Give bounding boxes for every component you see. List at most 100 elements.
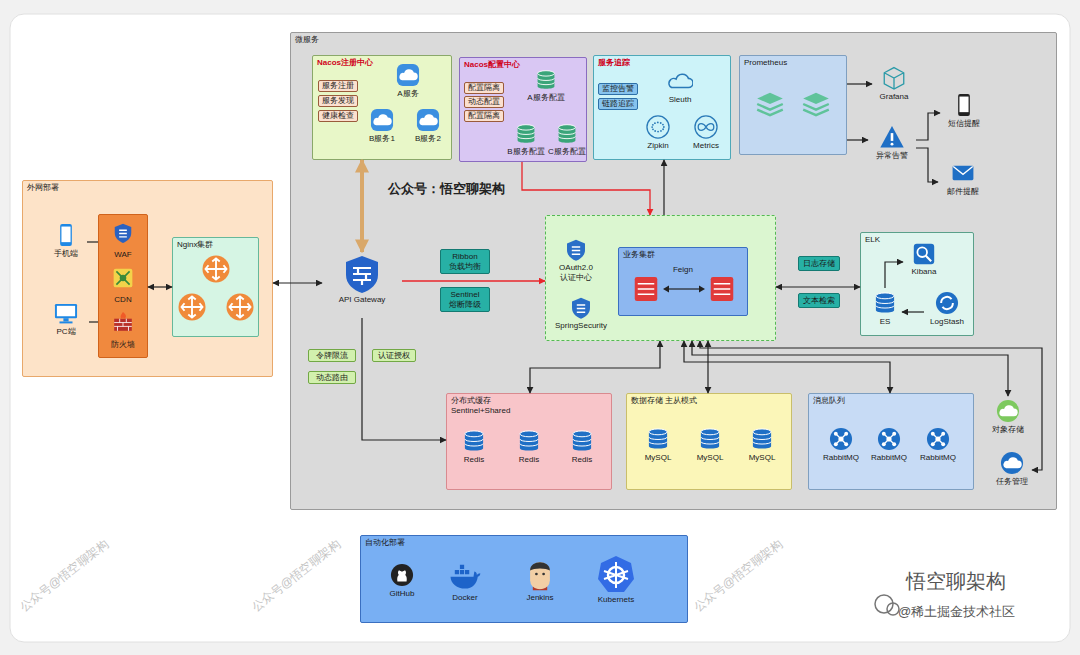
icon	[951, 92, 977, 118]
icon-label: 手机端	[45, 249, 87, 259]
icon-part	[116, 271, 129, 284]
icon-label: RabbitMQ	[866, 453, 912, 463]
icon-part	[914, 244, 934, 264]
icon-label: PC端	[43, 327, 89, 337]
icon	[555, 122, 579, 146]
icon-part	[61, 227, 70, 243]
icon	[645, 426, 671, 452]
tag-label: Ribbon 负载均衡	[443, 252, 487, 272]
icon-part	[573, 431, 591, 437]
icon-part	[931, 442, 935, 446]
tag-box: 令牌限流	[308, 349, 356, 362]
icon-part	[227, 294, 254, 321]
icon-node: API Gateway	[322, 252, 402, 318]
icon-shape	[803, 93, 829, 115]
watermark: 悟空聊架构	[906, 569, 1006, 593]
icon-node: GitHub	[380, 560, 424, 604]
icon-label: RabbitMQ	[818, 453, 864, 463]
icon-node: Kibana	[903, 240, 945, 280]
icon-part	[663, 126, 665, 128]
icon-label: A服务	[390, 89, 426, 99]
icon-node: Redis	[560, 426, 604, 472]
connector	[916, 148, 938, 182]
icon	[645, 114, 671, 140]
icon-shape	[878, 428, 900, 450]
connector	[522, 162, 650, 215]
tag-box: 健康检查	[318, 110, 358, 122]
group-box: ELKKibanaESLogStash	[860, 232, 974, 336]
icon-shape	[997, 400, 1019, 422]
icon-part	[757, 104, 783, 110]
tag-label: 认证授权	[375, 351, 413, 361]
icon-shape	[227, 294, 254, 321]
icon-part	[577, 305, 585, 312]
icon	[999, 450, 1025, 476]
icon-node: 短信提醒	[940, 90, 988, 136]
icon-part	[455, 565, 469, 574]
icon-part	[60, 321, 73, 323]
tag-label: 链路追踪	[601, 99, 635, 109]
icon	[879, 124, 905, 150]
icon-part	[373, 114, 391, 125]
icon-label: 短信提醒	[940, 119, 988, 129]
icon-part	[926, 256, 931, 261]
icon	[516, 428, 542, 454]
icon	[754, 88, 786, 120]
icon-part	[660, 122, 662, 124]
icon	[925, 426, 951, 452]
icon-node: 异常告警	[868, 122, 916, 166]
icon-shape	[757, 93, 783, 115]
icon	[995, 398, 1021, 424]
icon-node: Redis	[452, 426, 496, 472]
icon-part	[179, 294, 206, 321]
icon-part	[535, 573, 538, 576]
icon	[631, 274, 661, 304]
icon	[876, 426, 902, 452]
icon-part	[941, 442, 945, 446]
icon-label: Metrics	[686, 141, 726, 151]
icon-part	[884, 434, 894, 444]
icon-node: RabbitMQ	[818, 424, 864, 470]
icon	[934, 290, 960, 316]
icon-part	[649, 437, 667, 444]
icon-shape	[567, 240, 585, 261]
icon-part	[397, 64, 419, 86]
icon-part	[701, 437, 719, 444]
connector	[89, 321, 98, 322]
group-title: Nginx集群	[177, 240, 254, 250]
wechat-icon	[887, 603, 899, 615]
icon-part	[654, 130, 656, 132]
icon	[112, 311, 134, 333]
tag-label: 日志存储	[801, 259, 837, 269]
icon-part	[882, 432, 886, 436]
icon-node: A服务	[390, 60, 426, 104]
icon-label: RabbitMQ	[915, 453, 961, 463]
icon-label: OAuth2.0 认证中心	[551, 263, 601, 283]
icon-part	[753, 437, 771, 444]
icon-part	[649, 429, 667, 435]
icon-label: Jenkins	[518, 593, 562, 603]
tag-label: 配置隔离	[467, 83, 501, 93]
connector	[885, 262, 903, 288]
watermark: 公众号@悟空聊架构	[249, 536, 343, 614]
icon-node: ES	[868, 288, 902, 332]
icon-shape	[753, 429, 771, 449]
icon-shape	[55, 304, 77, 324]
group-box: 分布式缓存 Sentinel+SharedRedisRedisRedis	[446, 393, 612, 490]
connector	[362, 318, 446, 440]
icon-part	[892, 432, 896, 436]
icon-part	[538, 71, 555, 76]
icon-node: MySQL	[740, 424, 784, 470]
icon-part	[695, 116, 717, 138]
tag-box: 日志存储	[798, 256, 840, 271]
icon-part	[530, 562, 550, 589]
icon-part	[836, 434, 846, 444]
icon	[522, 556, 558, 592]
tag-box: 链路追踪	[598, 98, 638, 110]
icon-node: MySQL	[688, 424, 732, 470]
icon-node: Sleuth	[660, 66, 700, 106]
group-text: 业务集群	[623, 250, 743, 260]
icon-part	[55, 304, 77, 318]
icon-label: Redis	[507, 455, 551, 465]
